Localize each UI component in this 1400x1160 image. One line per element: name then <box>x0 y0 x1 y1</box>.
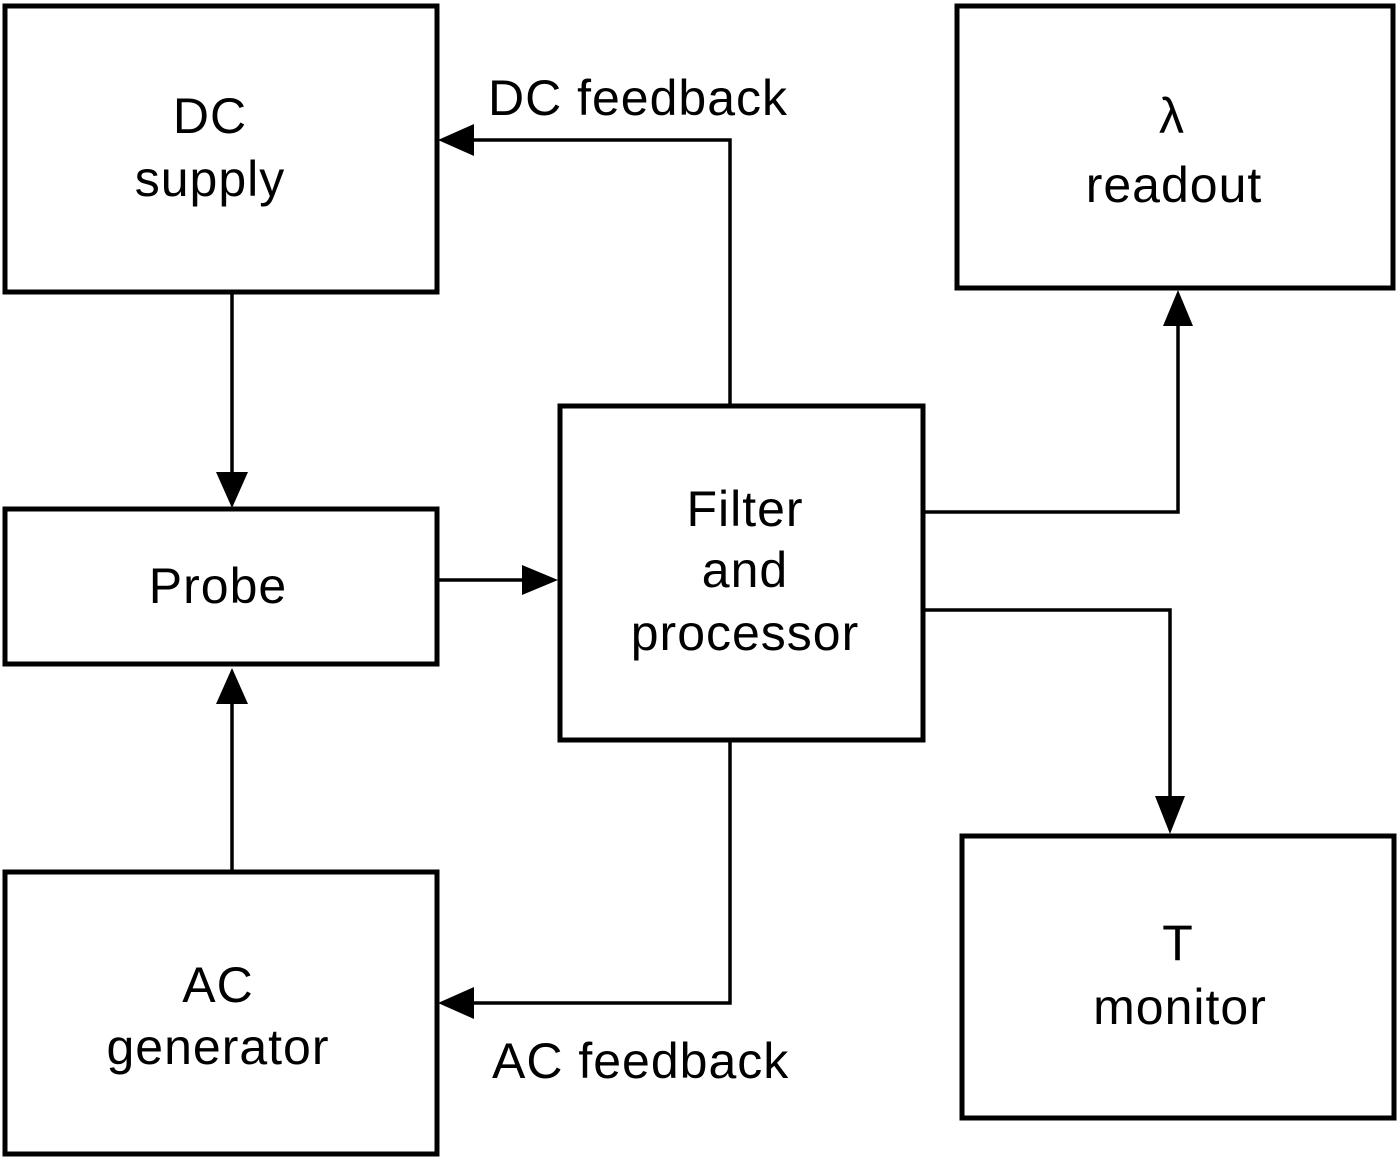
ac-feedback-line <box>470 740 732 1005</box>
filter-to-lambda-readout-line <box>923 322 1180 514</box>
probe-input-arrowhead <box>216 472 248 508</box>
dc-feedback-line <box>470 138 732 406</box>
dc-feedback-label: DC feedback <box>488 70 788 126</box>
lambda-readout-label-line1: λ <box>1159 88 1185 144</box>
filter-processor-label-line1: Filter <box>686 481 803 537</box>
dc-supply-label-line1: DC <box>173 88 247 144</box>
dc-feedback-arrowhead <box>438 124 474 156</box>
ac-feedback-arrowhead <box>438 987 474 1019</box>
t-monitor-block: T monitor <box>959 833 1397 1121</box>
filter-processor-label-line2: and <box>702 542 788 598</box>
ac-generator-label-line1: AC <box>182 957 253 1013</box>
filter-to-t-monitor-line <box>923 608 1172 800</box>
probe-block: Probe <box>2 506 440 667</box>
probe-label: Probe <box>149 558 287 614</box>
ac-feedback-label: AC feedback <box>492 1033 789 1089</box>
t-monitor-label-line1: T <box>1162 915 1194 971</box>
ac-generator-block: AC generator <box>2 869 440 1157</box>
dc-supply-label-line2: supply <box>135 151 286 207</box>
ac-generator-label-line2: generator <box>106 1019 329 1075</box>
filter-processor-label-line3: processor <box>631 605 860 661</box>
dc-supply-block: DC supply <box>2 3 440 295</box>
filter-input-arrowhead <box>522 565 558 595</box>
probe-ac-input-arrowhead <box>216 668 248 704</box>
t-monitor-label-line2: monitor <box>1093 979 1267 1035</box>
lambda-readout-block: λ readout <box>954 3 1396 291</box>
filter-processor-block: Filter and processor <box>557 403 926 743</box>
lambda-readout-arrowhead <box>1163 290 1193 326</box>
lambda-readout-label-line2: readout <box>1086 157 1263 213</box>
t-monitor-arrowhead <box>1155 796 1185 834</box>
